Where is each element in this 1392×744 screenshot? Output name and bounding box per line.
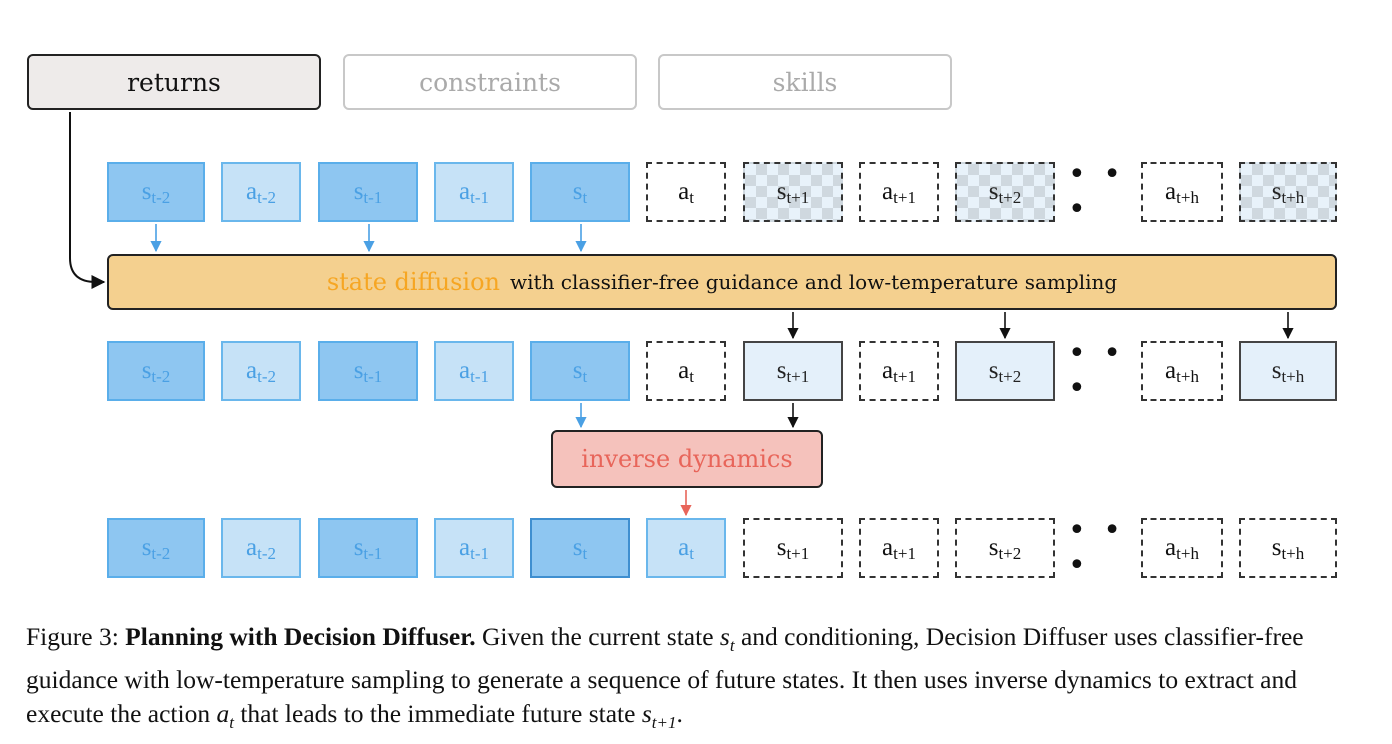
caption-part1: Given the current state xyxy=(481,622,714,651)
inverse-dynamics-block: inverse dynamics xyxy=(551,430,823,488)
caption-math-a-t: at xyxy=(216,699,234,733)
arrow-returns-to-diffusion xyxy=(69,112,106,289)
condition-skills: skills xyxy=(658,54,952,110)
state-diffusion-block: state diffusion with classifier-free gui… xyxy=(107,254,1337,310)
row3-ellipsis: • • • xyxy=(1068,513,1125,583)
flow-arrows xyxy=(69,112,1294,517)
state-diffusion-label: state diffusion xyxy=(326,268,501,296)
condition-returns: returns xyxy=(27,54,321,110)
caption-math-s-t+1: st+1 xyxy=(641,699,677,733)
row2-ellipsis: • • • xyxy=(1068,336,1125,406)
caption-part4: . xyxy=(676,699,683,729)
row1-ellipsis: • • • xyxy=(1068,157,1125,227)
caption-label: Figure 3: xyxy=(26,622,119,651)
caption-lead: Planning with Decision Diffuser. xyxy=(125,622,476,651)
caption-part3: that leads to the immediate future state xyxy=(240,699,636,729)
caption-math-s-t: st xyxy=(719,622,735,656)
caption-part2: and conditioning, Decision Diffuser uses… xyxy=(26,622,1304,729)
condition-constraints: constraints xyxy=(343,54,637,110)
state-diffusion-description: with classifier-free guidance and low-te… xyxy=(510,270,1118,294)
figure-caption: Figure 3: Planning with Decision Diffuse… xyxy=(26,620,1366,740)
